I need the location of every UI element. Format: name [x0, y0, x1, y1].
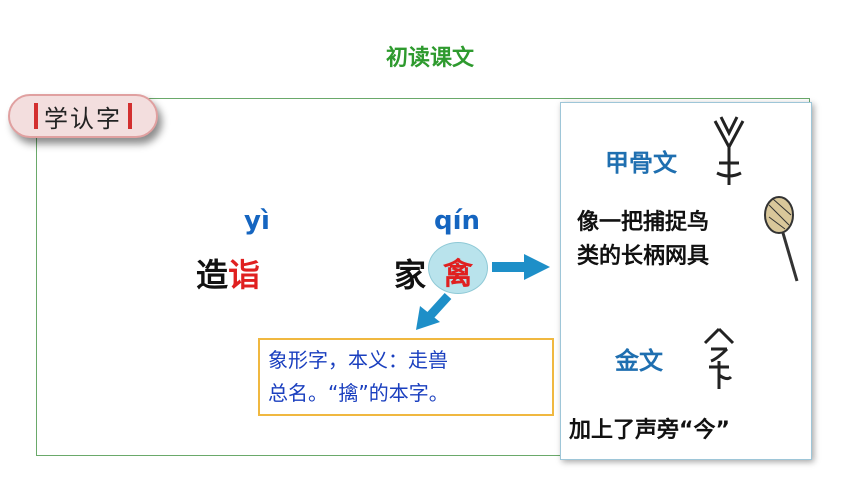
explanation-line2: 总名。“擒”的本字。: [268, 381, 449, 405]
bronze-glyph-icon: [703, 327, 735, 389]
arrow-down-left-icon: [416, 292, 452, 330]
bronze-desc: 加上了声旁“今”: [569, 418, 730, 443]
word-jiaqin-prefix: 家: [394, 256, 427, 294]
net-tool-icon: [764, 196, 799, 282]
badge-bar-left: [34, 103, 38, 129]
target-char-qin: 禽: [443, 257, 473, 292]
bronze-label: 金文: [615, 347, 663, 375]
pinyin-yi: yì: [244, 206, 270, 236]
page-title: 初读课文: [385, 46, 474, 71]
oracle-desc-line1: 像一把捕捉鸟: [577, 210, 710, 235]
badge-label: 学认字: [44, 104, 122, 133]
highlight-circle[interactable]: 禽: [428, 242, 488, 294]
etymology-panel: 甲骨文 像一把捕捉鸟 类的长柄网具 金文 加上了声旁“今”: [560, 102, 812, 460]
word-prefix: 造: [196, 256, 229, 294]
target-char-yi: 诣: [228, 256, 261, 294]
oracle-desc-line2: 类的长柄网具: [577, 244, 710, 269]
oracle-glyph-icon: [713, 116, 745, 185]
badge-bar-right: [128, 103, 132, 129]
word-zaoyi: 造诣: [196, 250, 260, 296]
pinyin-qin: qín: [434, 206, 481, 236]
explanation-box: 象形字，本义：走兽 总名。“擒”的本字。: [258, 338, 554, 416]
arrow-right-icon: [492, 254, 550, 280]
section-badge: 学认字: [8, 94, 158, 138]
explanation-line1: 象形字，本义：走兽: [268, 348, 448, 372]
oracle-label: 甲骨文: [605, 149, 677, 177]
